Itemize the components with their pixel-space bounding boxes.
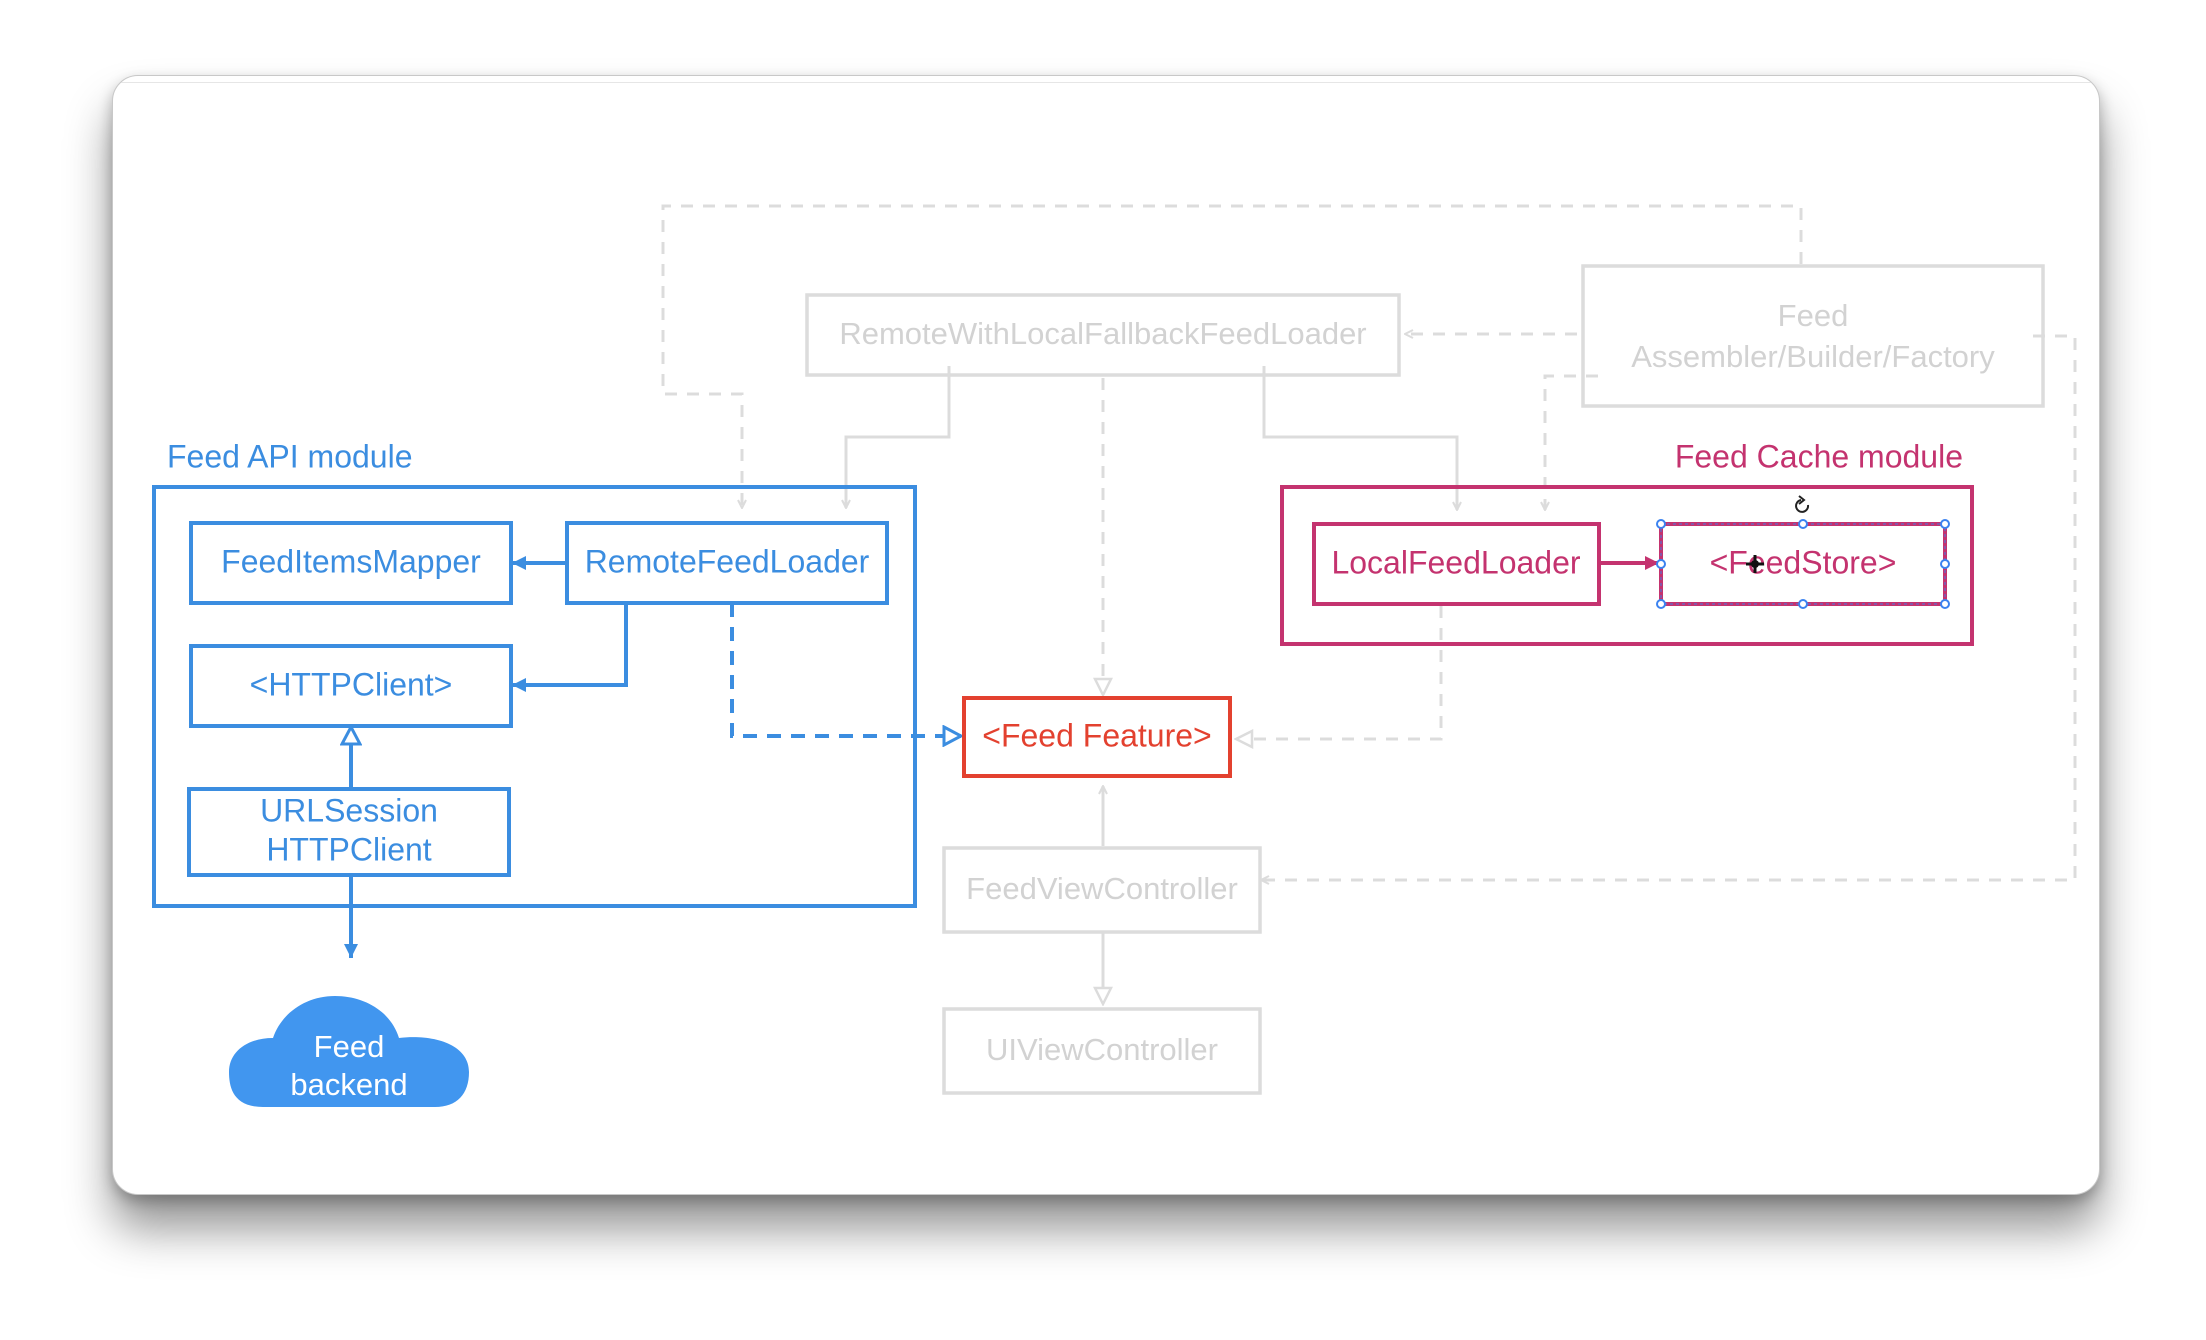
local-feed-loader-label: LocalFeedLoader [1331,544,1580,580]
feed-view-controller-label: FeedViewController [966,871,1238,906]
feed-api-module-title: Feed API module [167,438,412,474]
urlsession-label-line1: URLSession [260,792,438,828]
local-loader-to-feature-dashed [1236,606,1443,739]
ui-view-controller-node[interactable]: UIViewController [942,1007,1262,1095]
ui-view-controller-label: UIViewController [986,1032,1218,1067]
http-client-label: <HTTPClient> [250,666,453,702]
architecture-diagram: RemoteWithLocalFallbackFeedLoader Feed A… [152,204,2077,1107]
feed-cache-module: Feed Cache module LocalFeedLoader <FeedS… [1280,438,1974,646]
selection-handle-middle-right[interactable] [1940,559,1950,569]
assembler-to-remote-loader-dashed [661,204,1803,508]
http-client-node[interactable]: <HTTPClient> [189,644,513,728]
selection-handle-bottom-right[interactable] [1940,599,1950,609]
feed-store-label: <FeedStore> [1710,544,1897,580]
selection-handle-bottom-left[interactable] [1656,599,1666,609]
remote-loader-implements-feature-dashed [730,603,961,736]
fallback-to-local-loader-line [1262,366,1457,510]
feed-cache-module-title: Feed Cache module [1675,438,1963,474]
move-cursor-icon [1746,555,1764,573]
diagram-window: RemoteWithLocalFallbackFeedLoader Feed A… [112,75,2100,1195]
selection-handle-bottom-middle[interactable] [1798,599,1808,609]
faded-connectors [661,204,2077,1004]
remote-feed-loader-label: RemoteFeedLoader [585,543,870,579]
feed-store-node[interactable]: <FeedStore> [1659,522,1947,606]
local-feed-loader-node[interactable]: LocalFeedLoader [1312,522,1601,606]
remote-loader-to-http-client-arrow [512,603,628,692]
feed-backend-cloud[interactable]: Feed backend [229,996,469,1107]
fallback-to-remote-loader-line [846,366,951,508]
assembler-label-line1: Feed [1778,298,1849,333]
urlsession-http-client-node[interactable]: URLSession HTTPClient [187,787,511,877]
feed-view-controller-node[interactable]: FeedViewController [942,846,1262,934]
assembler-to-local-loader-dashed [1545,374,1598,510]
remote-with-fallback-node[interactable]: RemoteWithLocalFallbackFeedLoader [805,293,1401,377]
selection-handle-top-right[interactable] [1940,519,1950,529]
feed-feature-node[interactable]: <Feed Feature> [962,696,1232,778]
feed-items-mapper-node[interactable]: FeedItemsMapper [189,521,513,605]
urlsession-label-line2: HTTPClient [266,831,431,867]
feed-api-module: Feed API module FeedItemsMapper RemoteFe… [152,438,961,1107]
feed-store-selection[interactable] [1656,495,1950,609]
feed-items-mapper-label: FeedItemsMapper [221,543,481,579]
assembler-to-view-controller-dashed [1261,334,2077,880]
assembler-label-line2: Assembler/Builder/Factory [1631,339,1995,374]
selection-handle-top-left[interactable] [1656,519,1666,529]
selection-handle-top-middle[interactable] [1798,519,1808,529]
feed-backend-label-line1: Feed [314,1029,385,1064]
remote-with-fallback-label: RemoteWithLocalFallbackFeedLoader [839,316,1366,351]
assembler-node[interactable]: Feed Assembler/Builder/Factory [1581,264,2045,408]
rotate-handle-icon[interactable] [1795,495,1810,513]
selection-handle-middle-left[interactable] [1656,559,1666,569]
feed-backend-label-line2: backend [290,1067,407,1102]
remote-feed-loader-node[interactable]: RemoteFeedLoader [565,521,889,605]
feed-feature-label: <Feed Feature> [982,717,1211,753]
window-top-divider [113,82,2099,83]
